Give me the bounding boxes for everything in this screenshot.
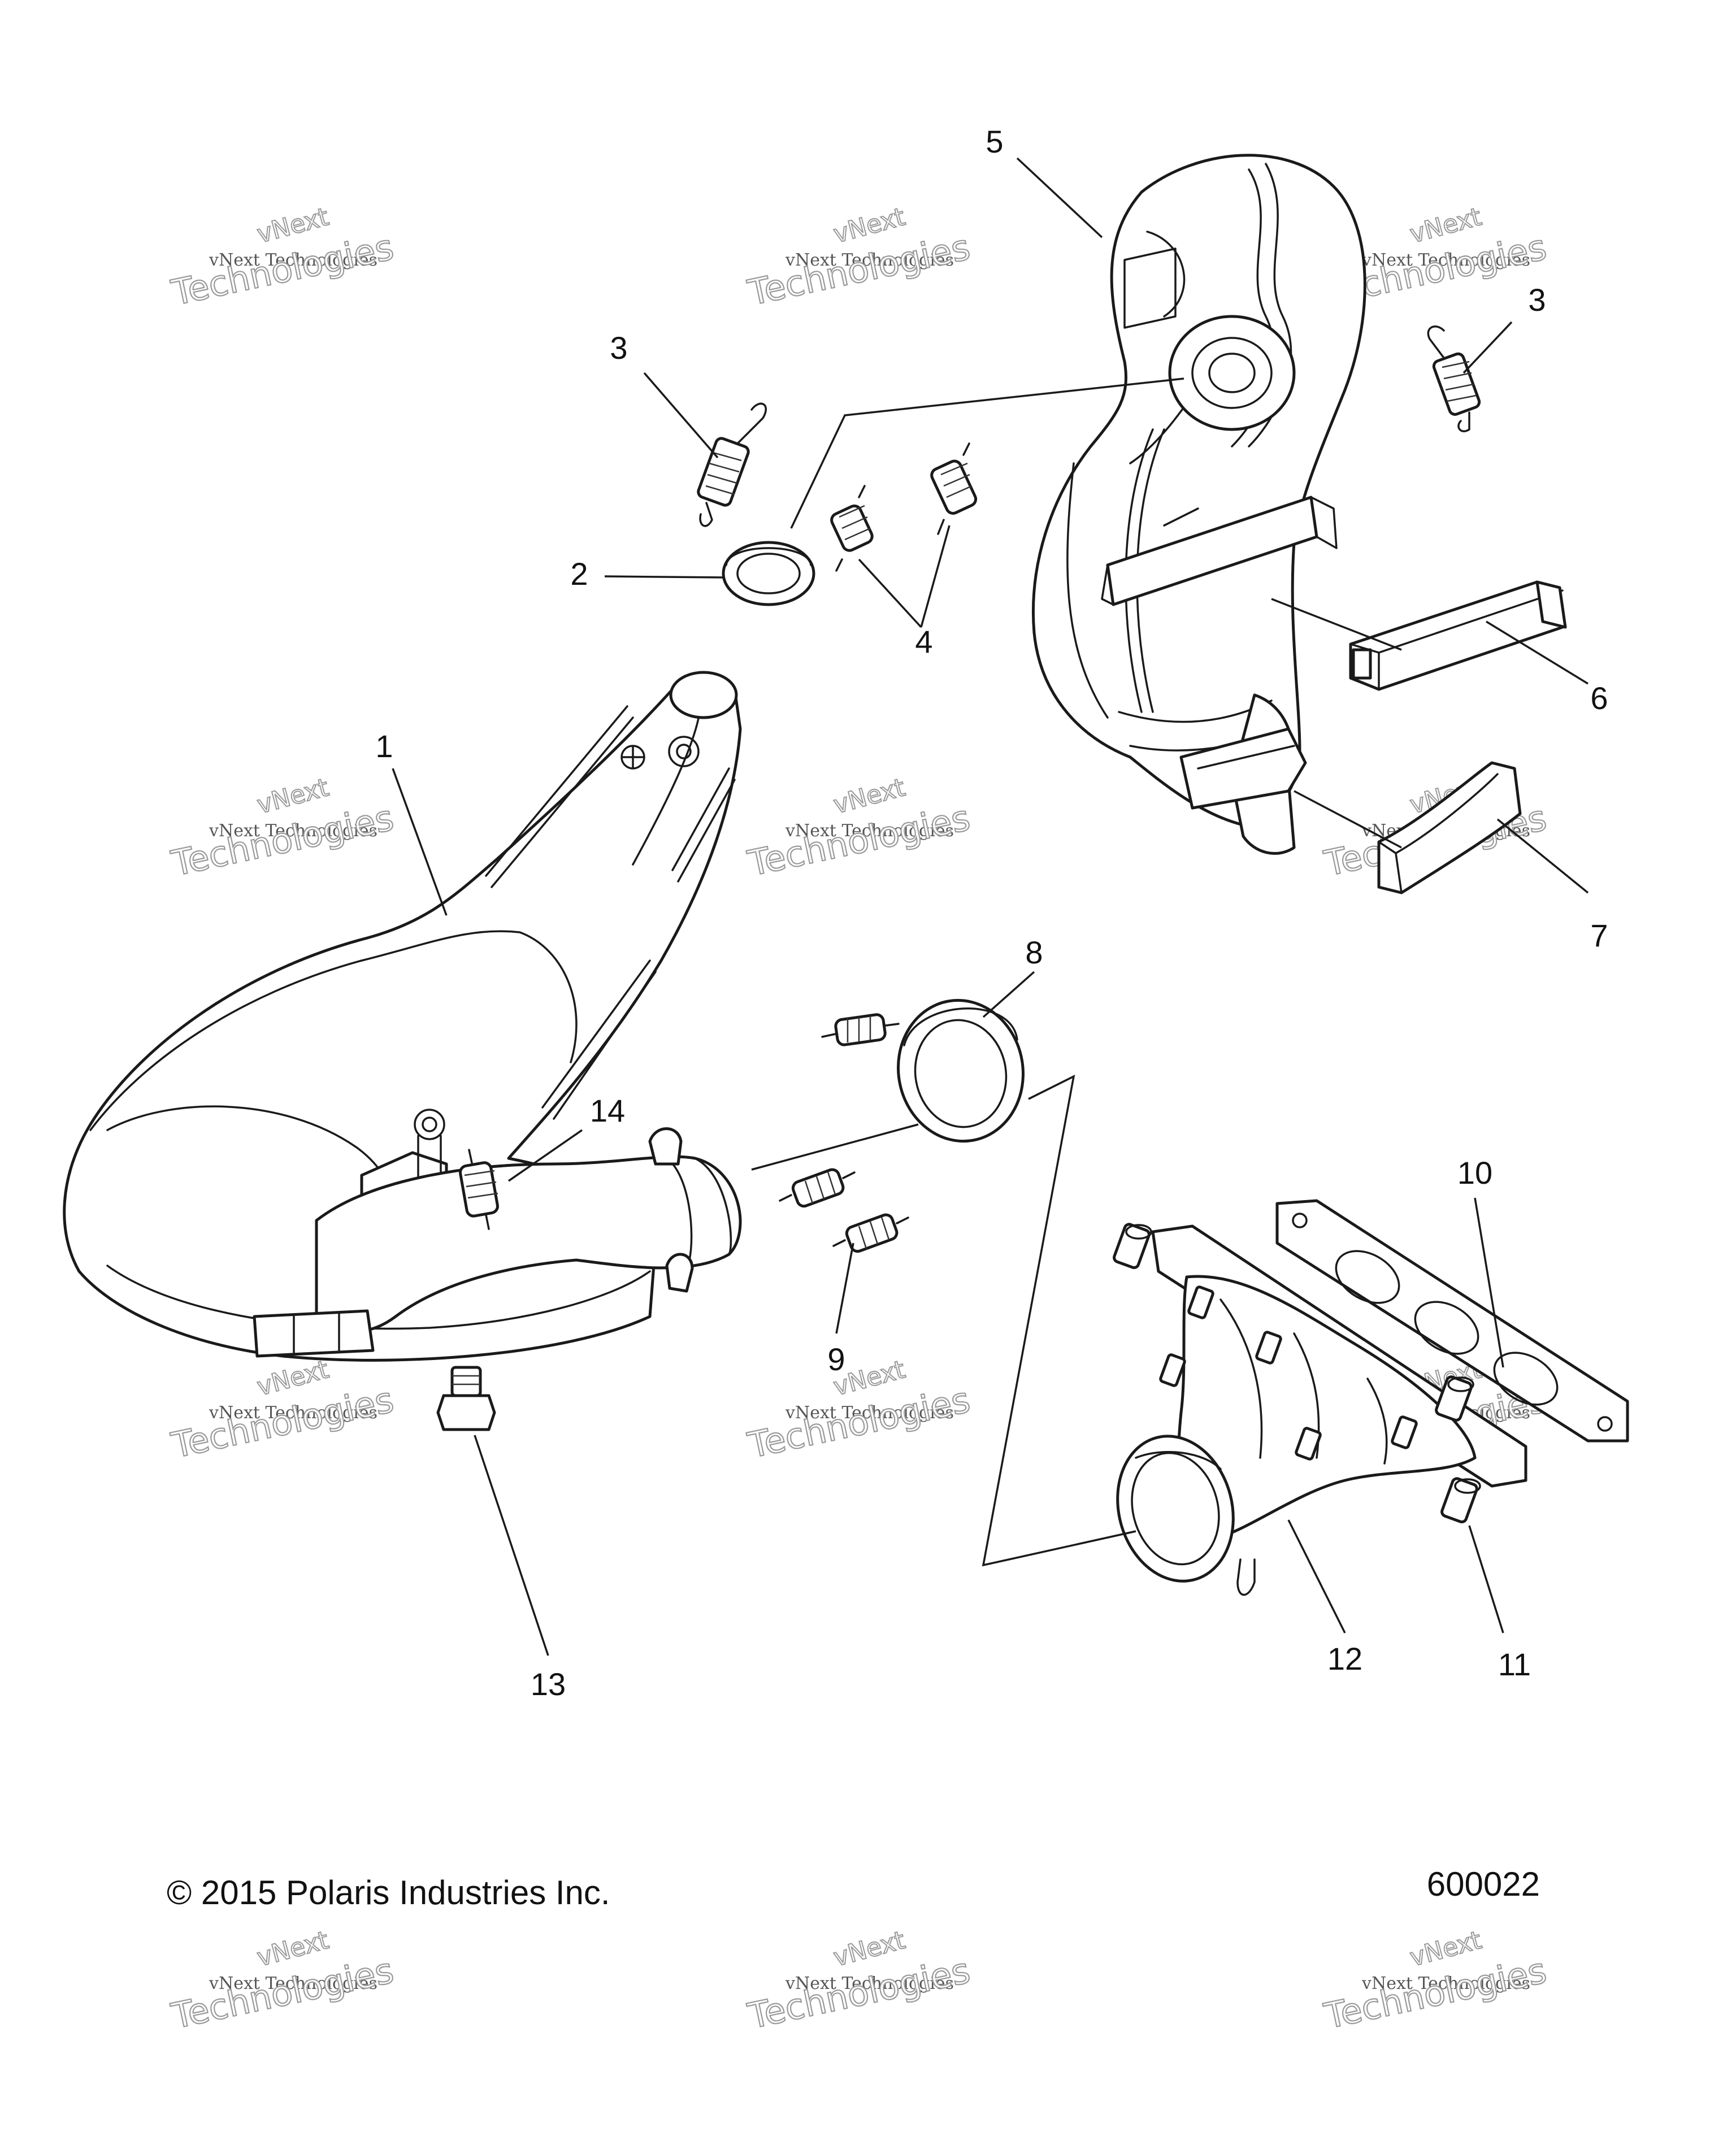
callout-2: 2: [570, 556, 588, 592]
callout-3-right: 3: [1528, 282, 1546, 318]
spring-trio: [779, 1013, 909, 1253]
watermark: vNext vNext Technologies Technologies: [167, 1925, 398, 2038]
copyright-notice: © 2015 Polaris Industries Inc.: [167, 1874, 610, 1912]
watermark: vNext vNext Technologies Technologies: [167, 202, 398, 314]
watermark: vNext vNext Technologies Technologies: [744, 202, 974, 314]
callout-labels: 1 2 3 3 4 5 6 7 8 9 10 11 12 13 14: [375, 124, 1608, 1702]
mounting-bracket-long: [1349, 580, 1567, 691]
callout-5: 5: [986, 124, 1003, 159]
callout-4: 4: [915, 624, 932, 659]
callout-9: 9: [827, 1341, 845, 1377]
callout-3-left: 3: [610, 330, 627, 366]
seal-ring-large: [897, 998, 1025, 1143]
muffler-silencer: [63, 671, 742, 1362]
svg-text:vNext Technologies: vNext Technologies: [209, 821, 377, 841]
callout-6: 6: [1590, 680, 1608, 716]
diagram-number: 600022: [1427, 1865, 1540, 1903]
leader-lines: [392, 157, 1589, 1656]
watermark: vNext vNext Technologies Technologies: [167, 1354, 398, 1467]
resonator-mount-bracket: [1101, 496, 1338, 810]
callout-8: 8: [1025, 935, 1043, 970]
svg-text:vNext Technologies: vNext Technologies: [785, 821, 954, 841]
svg-text:vNext Technologies: vNext Technologies: [785, 1403, 954, 1423]
spring-left: [697, 402, 767, 527]
callout-13: 13: [531, 1666, 566, 1702]
resonator-heat-shield: [1031, 154, 1366, 855]
clip-bracket: [1377, 761, 1522, 894]
spring-pair: [830, 442, 978, 572]
callout-11: 11: [1498, 1647, 1531, 1682]
spring-muffler: [458, 1149, 499, 1230]
spring-right: [1427, 325, 1481, 433]
watermark: vNext vNext Technologies Technologies: [744, 772, 974, 885]
seal-ring-small: [722, 541, 815, 606]
svg-text:vNext Technologies: vNext Technologies: [1361, 1974, 1530, 1993]
callout-1: 1: [375, 728, 393, 764]
exhaust-gasket: [1275, 1199, 1629, 1443]
svg-text:vNext Technologies: vNext Technologies: [785, 1974, 954, 1993]
svg-text:vNext Technologies: vNext Technologies: [785, 250, 954, 270]
watermark: vNext vNext Technologies Technologies: [167, 772, 398, 885]
callout-14: 14: [590, 1093, 625, 1128]
watermark: vNext vNext Technologies Technologies: [744, 1925, 974, 2038]
svg-text:vNext Technologies: vNext Technologies: [209, 1403, 377, 1423]
callout-7: 7: [1590, 918, 1608, 953]
svg-text:vNext Technologies: vNext Technologies: [209, 250, 377, 270]
callout-10: 10: [1457, 1155, 1492, 1191]
exhaust-manifold: [1116, 1224, 1527, 1596]
callout-12: 12: [1327, 1641, 1362, 1676]
drain-plug: [436, 1366, 496, 1431]
watermark: vNext vNext Technologies Technologies: [744, 1354, 974, 1467]
manifold-bolt: [1113, 1223, 1481, 1524]
svg-text:vNext Technologies: vNext Technologies: [209, 1974, 377, 1993]
watermark-layer: vNext vNext Technologies Technologies vN…: [167, 202, 1551, 2038]
svg-text:vNext Technologies: vNext Technologies: [1361, 250, 1530, 270]
watermark: vNext vNext Technologies Technologies: [1320, 1925, 1551, 2038]
